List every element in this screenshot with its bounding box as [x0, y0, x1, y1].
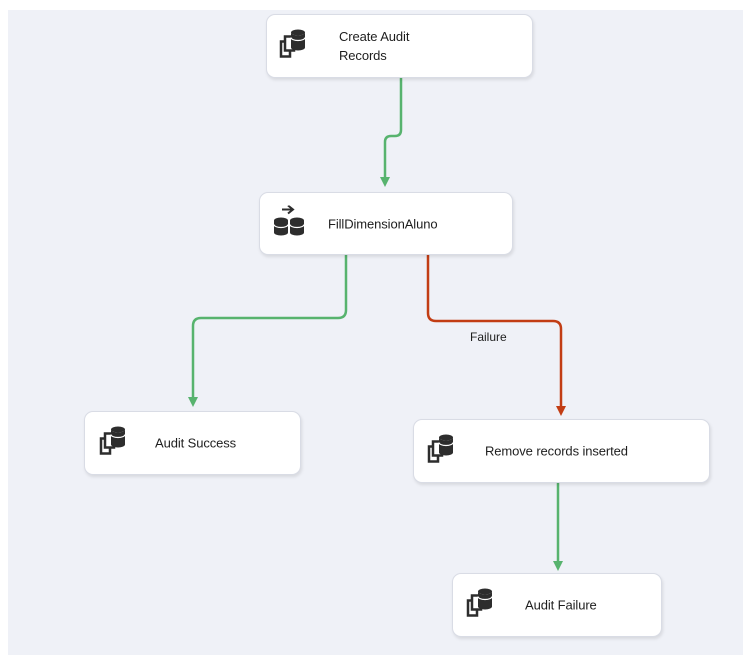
execute-sql-task-icon — [425, 433, 455, 470]
execute-sql-task-icon — [97, 425, 127, 462]
success-constraint-fill-to-audit-success[interactable] — [188, 255, 348, 407]
task-label: Audit Success — [155, 435, 237, 451]
task-create-audit-records[interactable]: Create Audit Records — [266, 14, 533, 78]
failure-constraint-label: Failure — [470, 330, 507, 344]
task-label: Audit Failure — [525, 597, 597, 613]
data-flow-task-icon — [272, 204, 306, 242]
task-label: Create Audit Records — [339, 29, 410, 63]
success-constraint-create-to-fill[interactable] — [380, 78, 403, 187]
execute-sql-task-icon — [277, 28, 307, 65]
task-fill-dimension-aluno[interactable]: FillDimensionAluno — [259, 192, 513, 255]
task-remove-records-inserted[interactable]: Remove records inserted — [413, 419, 710, 483]
task-audit-success[interactable]: Audit Success — [84, 411, 301, 475]
execute-sql-task-icon — [464, 587, 494, 624]
task-audit-failure[interactable]: Audit Failure — [452, 573, 662, 637]
task-label: FillDimensionAluno — [328, 216, 438, 231]
task-label: Remove records inserted — [485, 443, 628, 459]
precedence-constraints — [188, 78, 566, 571]
control-flow-canvas[interactable]: Failure Create Audit Records FillDime — [8, 10, 743, 655]
failure-constraint-fill-to-remove[interactable] — [426, 255, 566, 416]
